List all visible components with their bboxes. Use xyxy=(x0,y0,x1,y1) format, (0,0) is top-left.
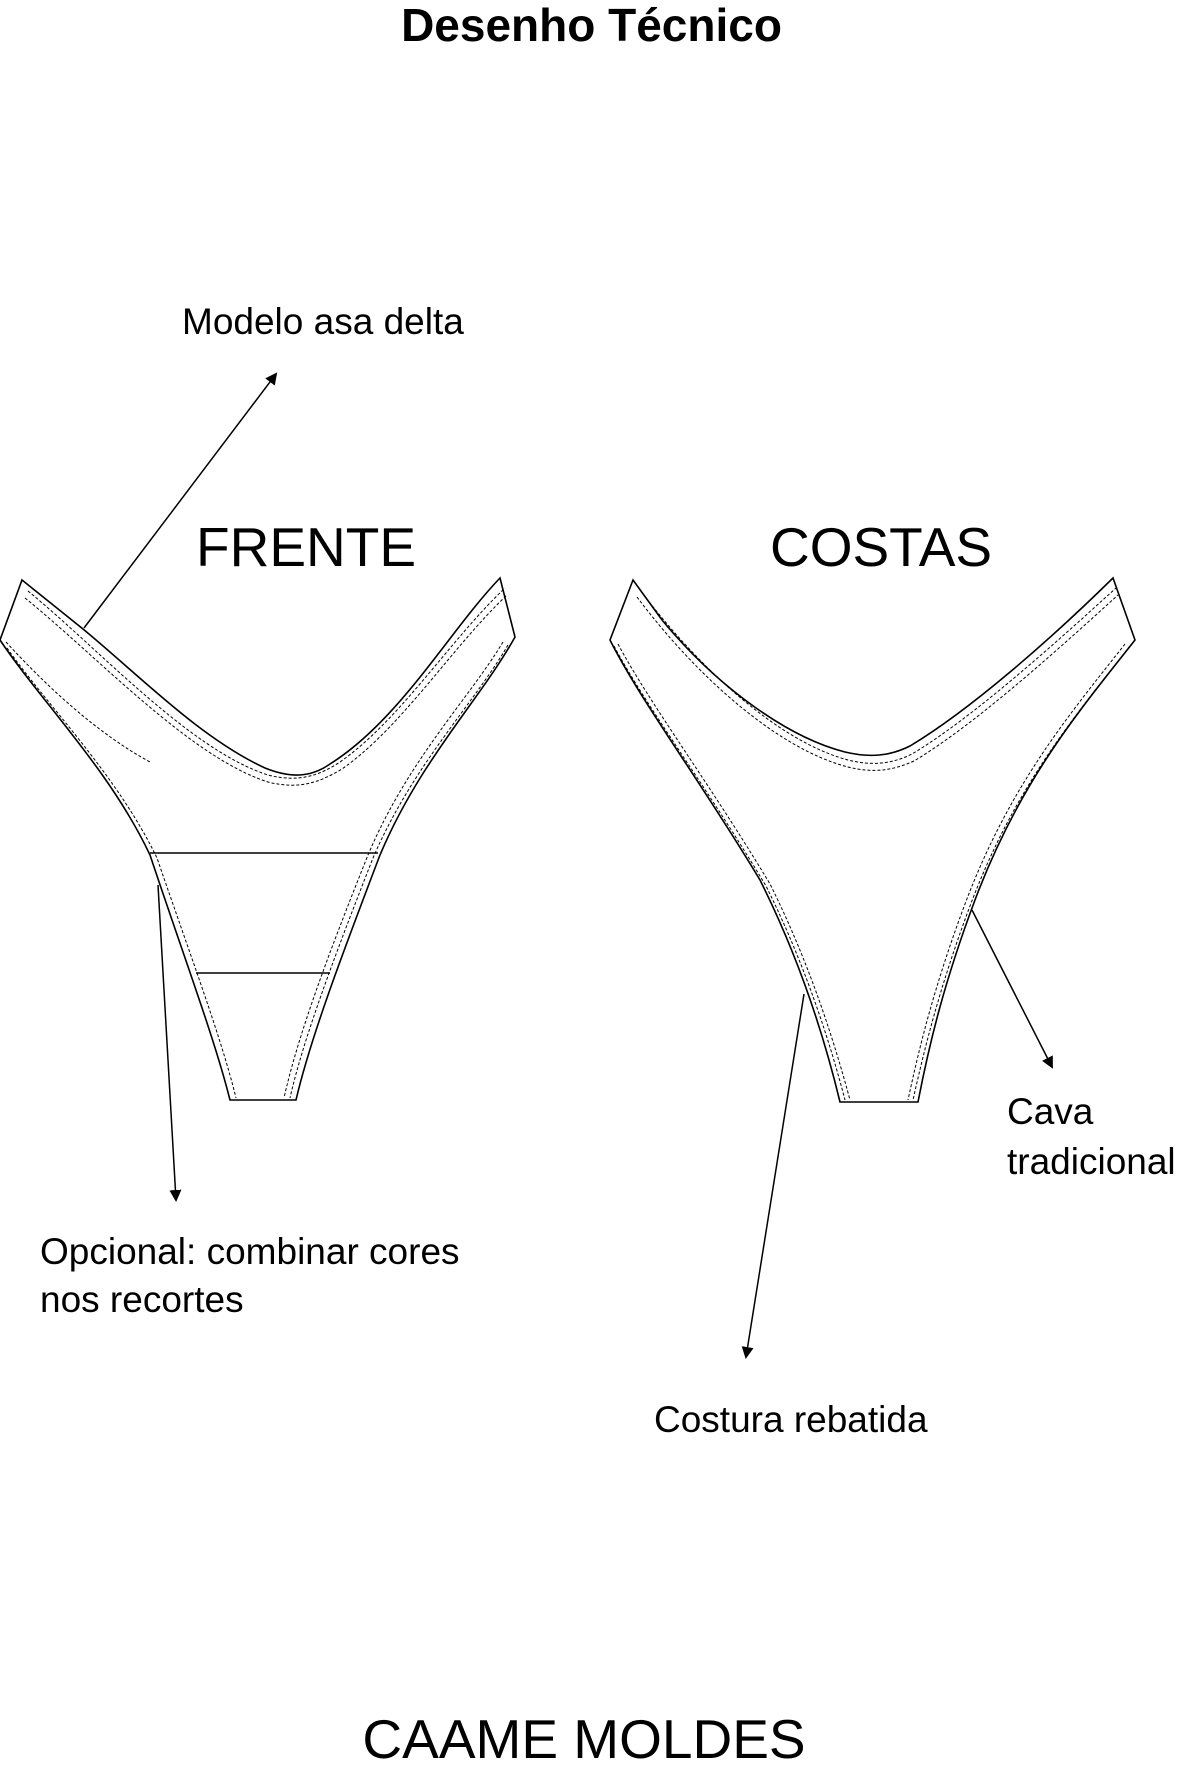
label-costura-rebatida: Costura rebatida xyxy=(654,1399,928,1440)
back-leg-stitch-left-2 xyxy=(617,643,851,1101)
front-waist-stitch-upper-2 xyxy=(24,594,508,786)
front-outline xyxy=(0,576,516,1101)
front-waist-stitch xyxy=(5,641,151,763)
footer-brand: CAAME MOLDES xyxy=(362,1708,806,1770)
front-leg-stitch-right-2 xyxy=(283,641,504,1099)
arrow-costura xyxy=(741,993,805,1359)
arrow-modelo xyxy=(83,372,278,629)
back-leg-stitch-left xyxy=(613,645,846,1101)
label-costas: COSTAS xyxy=(770,516,993,578)
back-leg-stitch-right-2 xyxy=(907,643,1126,1101)
label-cava-line2: tradicional xyxy=(1007,1141,1176,1182)
front-waist-stitch-upper xyxy=(27,587,506,779)
arrow-opcional xyxy=(157,884,182,1202)
page-title: Desenho Técnico xyxy=(401,0,782,51)
label-modelo-asa-delta: Modelo asa delta xyxy=(182,301,464,342)
back-garment xyxy=(609,576,1136,1103)
back-outline xyxy=(609,576,1136,1103)
front-leg-stitch-left xyxy=(6,647,237,1099)
arrow-cava xyxy=(971,909,1053,1069)
label-cava-tradicional: Cava tradicional xyxy=(1007,1087,1176,1187)
label-cava-line1: Cava xyxy=(1007,1091,1094,1132)
label-opcional-line1: Opcional: combinar cores xyxy=(40,1231,460,1272)
label-frente: FRENTE xyxy=(196,516,416,578)
annotation-arrows xyxy=(83,372,1053,1359)
back-waist-stitch-2 xyxy=(636,594,1119,771)
front-leg-stitch-right xyxy=(289,644,509,1099)
label-opcional: Opcional: combinar cores nos recortes xyxy=(40,1228,460,1324)
back-waist-stitch xyxy=(639,587,1117,764)
back-leg-stitch-right xyxy=(912,645,1131,1101)
label-opcional-line2: nos recortes xyxy=(40,1279,244,1320)
front-garment xyxy=(0,576,516,1101)
